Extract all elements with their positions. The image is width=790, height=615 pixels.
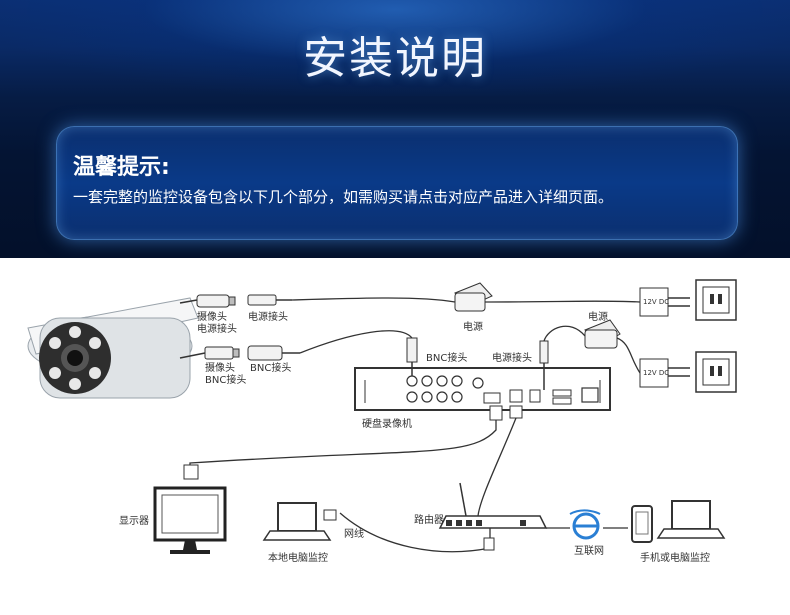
camera-power-connector-icon bbox=[179, 294, 236, 308]
power-connector-icon bbox=[247, 294, 292, 306]
dvr-bnc-ports bbox=[406, 375, 484, 403]
label-camera-video-1: 摄像头 bbox=[197, 310, 227, 323]
local-pc-lan-plug-icon bbox=[323, 509, 337, 521]
header-banner: 安装说明 温馨提示: 一套完整的监控设备包含以下几个部分，如需购买请点击对应产品… bbox=[0, 0, 790, 258]
label-outlet-adapter-1: 12V DC bbox=[643, 298, 669, 306]
wall-outlet-1-icon bbox=[695, 279, 737, 321]
camera-bnc-connector-icon bbox=[179, 346, 240, 360]
monitor-vga-plug-icon bbox=[183, 464, 199, 480]
remote-pc-icon bbox=[656, 500, 726, 539]
router-icon bbox=[438, 482, 548, 529]
dvr-vga-plug-icon bbox=[489, 405, 503, 421]
camera-icon bbox=[27, 297, 199, 399]
label-power-adapter-1: 电源 bbox=[463, 320, 483, 333]
label-lan-cable: 网线 bbox=[344, 527, 364, 540]
label-power-adapter-2: 电源 bbox=[588, 310, 608, 323]
local-pc-icon bbox=[262, 502, 332, 541]
dvr-icon bbox=[354, 367, 611, 411]
wall-outlet-2-icon bbox=[695, 351, 737, 393]
label-camera-bnc-2: BNC接头 bbox=[205, 373, 246, 386]
label-mobile-pc: 手机或电脑监控 bbox=[640, 551, 710, 564]
cables bbox=[189, 297, 641, 553]
label-local-pc: 本地电脑监控 bbox=[268, 551, 328, 564]
monitor-icon bbox=[153, 486, 227, 554]
tip-panel: 温馨提示: 一套完整的监控设备包含以下几个部分，如需购买请点击对应产品进入详细页… bbox=[56, 126, 738, 240]
label-monitor: 显示器 bbox=[119, 515, 149, 527]
tip-heading: 温馨提示: bbox=[73, 155, 170, 180]
label-power-connector: 电源接头 bbox=[248, 310, 288, 323]
internet-icon bbox=[569, 509, 601, 540]
mobile-phone-icon bbox=[631, 505, 653, 543]
label-bnc-cable-end: BNC接头 bbox=[250, 361, 291, 374]
tip-body: 一套完整的监控设备包含以下几个部分，如需购买请点击对应产品进入详细页面。 bbox=[73, 188, 614, 206]
label-outlet-adapter-2: 12V DC bbox=[643, 369, 669, 377]
label-camera-bnc-1: 摄像头 bbox=[205, 361, 235, 374]
banner-title: 安装说明 bbox=[303, 33, 487, 84]
label-dvr: 硬盘录像机 bbox=[362, 417, 412, 430]
power-adapter-2-icon bbox=[584, 319, 621, 349]
label-internet: 互联网 bbox=[574, 545, 604, 557]
installation-diagram: 摄像头 电源接头 电源接头 摄像头 BNC接头 BNC接头 电源 12V DC bbox=[27, 279, 737, 564]
dvr-lan-plug-icon bbox=[509, 405, 523, 419]
router-wan-plug-icon bbox=[483, 537, 495, 551]
power-adapter-1-icon bbox=[454, 282, 493, 312]
label-dvr-bnc: BNC接头 bbox=[426, 351, 467, 364]
label-router: 路由器 bbox=[414, 513, 444, 526]
label-dvr-power: 电源接头 bbox=[492, 351, 532, 364]
bnc-connector-icon bbox=[247, 345, 300, 361]
label-camera-video-2: 电源接头 bbox=[197, 322, 237, 335]
